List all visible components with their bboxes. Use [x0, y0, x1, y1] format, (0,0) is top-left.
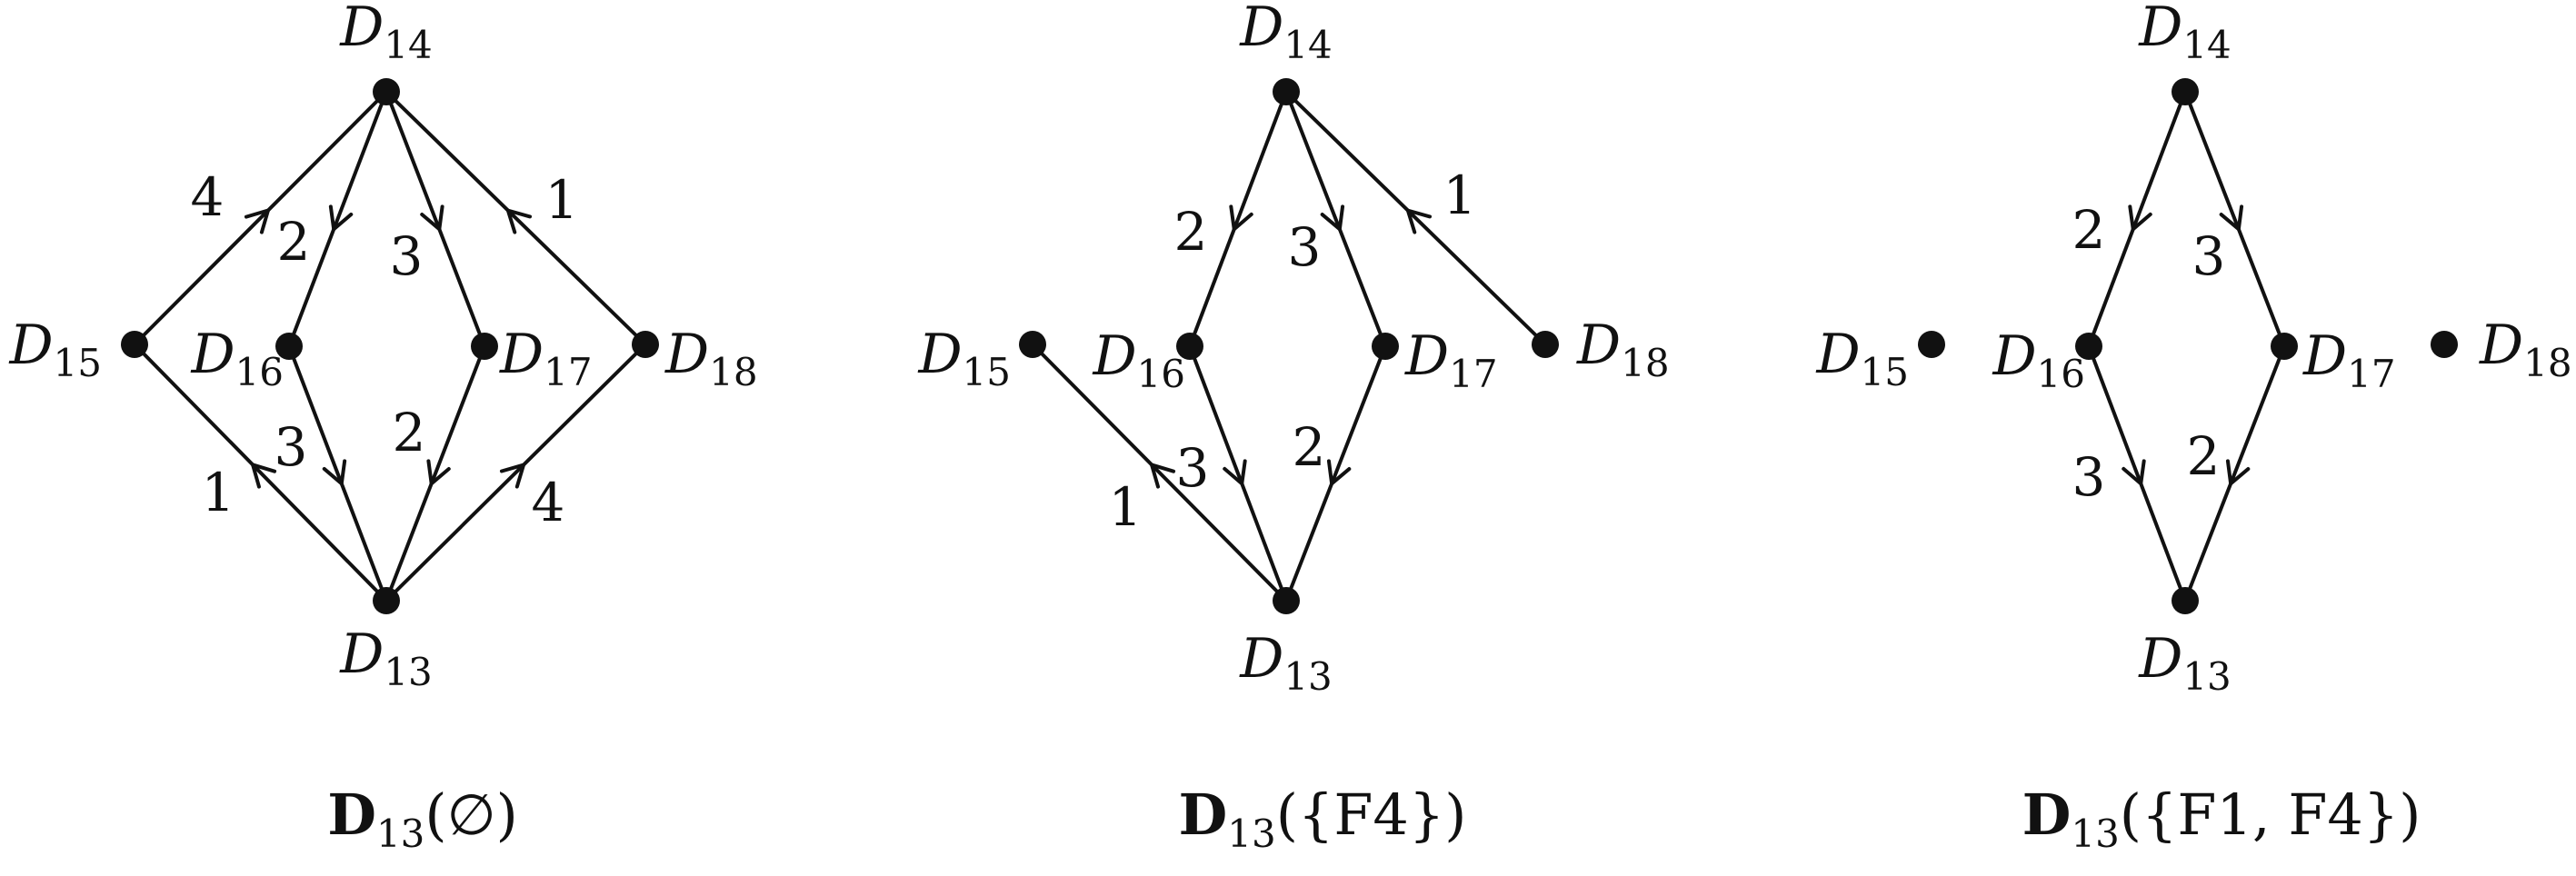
edge-label: 3	[1288, 216, 1322, 278]
arrowhead-D17-D13	[1326, 459, 1352, 486]
node-label-D14: D14	[339, 0, 433, 67]
edge-label: 1	[1443, 164, 1477, 226]
arrowhead-D14-D16	[1229, 204, 1253, 232]
node-D13	[373, 587, 400, 614]
node-D13	[1273, 587, 1300, 614]
node-D17	[471, 333, 498, 360]
edge-label: 1	[1109, 476, 1143, 538]
arrowhead-D16-D13	[1223, 459, 1247, 486]
node-label-D15: D15	[1815, 323, 1909, 394]
arrowhead-D14-D17	[1320, 204, 1345, 232]
edge-D14-D16	[2087, 91, 2187, 347]
edge-D16-D13	[1188, 345, 1288, 602]
arrowhead-D13-D18	[499, 463, 526, 489]
edge-D16-D13	[287, 345, 388, 602]
node-D16	[1176, 333, 1203, 360]
arrowhead-D17-D13	[426, 459, 451, 486]
node-label-D13: D13	[2138, 627, 2232, 699]
node-label-D13: D13	[339, 622, 433, 694]
arrowhead-D17-D13	[2225, 459, 2251, 486]
edge-D17-D13	[2183, 345, 2286, 602]
edge-label: 1	[545, 169, 579, 231]
edge-label: 3	[390, 225, 424, 287]
edge-label: 2	[277, 211, 311, 273]
node-D13	[2172, 587, 2199, 614]
node-D14	[1273, 78, 1300, 105]
edge-label: 2	[1174, 201, 1208, 263]
node-D15	[1918, 331, 1945, 358]
node-D18	[2431, 331, 2458, 358]
arrowhead-D14-D17	[420, 204, 444, 232]
edge-label: 2	[2187, 425, 2221, 487]
arrowhead-D13-D15	[251, 463, 277, 489]
arrowhead-D14-D17	[2219, 204, 2244, 232]
edge-label: 2	[1293, 416, 1326, 478]
edge-D14-D16	[1188, 91, 1288, 347]
node-label-D14: D14	[2138, 0, 2232, 67]
node-label-D16: D16	[1092, 324, 1185, 396]
node-label-D17: D17	[1404, 324, 1498, 396]
node-label-D17: D17	[499, 323, 593, 394]
edge-label: 3	[2072, 446, 2106, 508]
node-D17	[2271, 333, 2298, 360]
arrowhead-D13-D15	[1150, 463, 1176, 489]
edge-label: 3	[2192, 225, 2226, 287]
edge-D17-D13	[1284, 345, 1387, 602]
node-label-D13: D13	[1239, 627, 1333, 699]
arrowhead-D14-D16	[328, 204, 354, 232]
node-label-D15: D15	[917, 323, 1011, 394]
edge-label: 1	[202, 462, 235, 523]
edge-D18-D14	[384, 90, 647, 346]
edge-label: 2	[2072, 199, 2106, 261]
node-D15	[1019, 331, 1046, 358]
node-D18	[632, 331, 659, 358]
node-label-D18: D18	[664, 323, 758, 394]
edge-label: 4	[191, 166, 225, 228]
graph-caption: D13({F4})	[1179, 781, 1467, 856]
edge-D13-D15	[1031, 343, 1288, 602]
node-D14	[373, 78, 400, 105]
node-D14	[2172, 78, 2199, 105]
edge-D17-D13	[384, 345, 486, 602]
arrowhead-D16-D13	[2122, 459, 2146, 486]
node-label-D18: D18	[2479, 314, 2572, 385]
edge-D14-D16	[287, 91, 388, 347]
edge-label: 3	[275, 416, 308, 478]
node-label-D17: D17	[2302, 324, 2396, 396]
edge-D18-D14	[1284, 90, 1547, 346]
arrowhead-D14-D16	[2128, 204, 2152, 232]
node-label-D18: D18	[1576, 314, 1670, 385]
arrowhead-D18-D14	[1405, 208, 1433, 234]
edge-D14-D17	[384, 91, 486, 347]
node-D17	[1372, 333, 1399, 360]
edge-D13-D15	[133, 343, 388, 602]
arrowhead-D16-D13	[322, 459, 347, 486]
node-label-D16: D16	[190, 323, 284, 394]
edge-D13-D18	[384, 343, 647, 602]
edge-D14-D17	[1284, 91, 1387, 347]
node-label-D16: D16	[1992, 324, 2085, 396]
graph-caption: D13({F1, F4})	[2022, 781, 2421, 856]
node-D16	[275, 333, 303, 360]
edge-D14-D17	[2183, 91, 2286, 347]
node-D16	[2075, 333, 2102, 360]
node-D18	[1532, 331, 1559, 358]
edge-D15-D14	[133, 90, 388, 346]
node-label-D15: D15	[8, 314, 102, 385]
node-label-D14: D14	[1239, 0, 1333, 67]
edge-D16-D13	[2087, 345, 2187, 602]
arrowhead-D15-D14	[244, 208, 270, 234]
arrowhead-D18-D14	[505, 208, 533, 234]
graph-caption: D13(∅)	[327, 781, 518, 856]
edge-label: 2	[393, 402, 426, 463]
node-D15	[121, 331, 148, 358]
edge-label: 3	[1176, 437, 1210, 499]
edge-label: 4	[532, 472, 565, 533]
